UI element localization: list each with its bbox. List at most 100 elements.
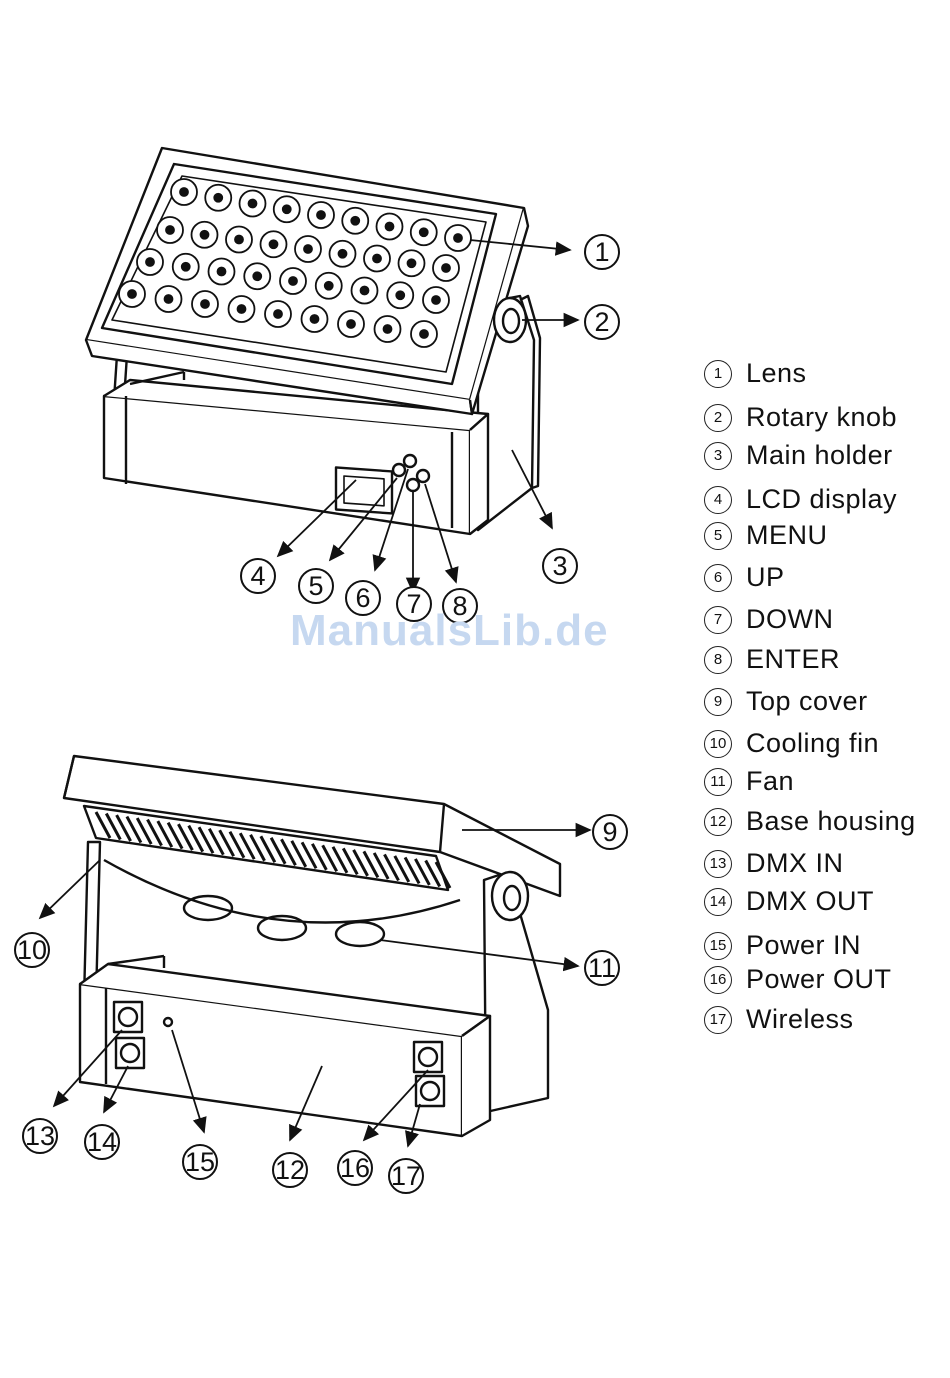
- legend-label: Lens: [746, 358, 807, 389]
- legend-item: 13 DMX IN: [704, 848, 844, 879]
- legend-number: 5: [704, 522, 732, 550]
- legend-label: LCD display: [746, 484, 897, 515]
- lens-center: [325, 282, 333, 290]
- legend-number: 3: [704, 442, 732, 470]
- legend-label: Wireless: [746, 1004, 854, 1035]
- legend-number: 11: [704, 768, 732, 796]
- callout-number-9: 9: [602, 817, 617, 847]
- legend-number: 16: [704, 966, 732, 994]
- lens-center: [396, 291, 404, 299]
- lens-center: [317, 211, 325, 219]
- legend-number: 2: [704, 404, 732, 432]
- legend-number: 17: [704, 1006, 732, 1034]
- legend-item: 3 Main holder: [704, 440, 893, 471]
- legend-number: 1: [704, 360, 732, 388]
- lens-center: [182, 263, 190, 271]
- lens-center: [347, 320, 355, 328]
- lens-center: [218, 268, 226, 276]
- lens-center: [165, 295, 173, 303]
- callout-number-10: 10: [17, 935, 47, 965]
- watermark: ManualsLib.de: [290, 606, 609, 656]
- lens-center: [166, 226, 174, 234]
- lens-center: [351, 217, 359, 225]
- rear-view-fixture: [64, 756, 560, 1136]
- legend-label: ENTER: [746, 644, 840, 675]
- legend-number: 9: [704, 688, 732, 716]
- callout-number-13: 13: [25, 1121, 55, 1151]
- legend-item: 15 Power IN: [704, 930, 861, 961]
- callout-number-15: 15: [185, 1147, 215, 1177]
- fan-shape-3: [336, 922, 384, 946]
- lens-center: [339, 250, 347, 258]
- legend-number: 10: [704, 730, 732, 758]
- legend-number: 12: [704, 808, 732, 836]
- legend-item: 11 Fan: [704, 766, 794, 797]
- legend-label: Rotary knob: [746, 402, 897, 433]
- lens-center: [249, 200, 257, 208]
- legend-label: Main holder: [746, 440, 893, 471]
- lens-center: [283, 205, 291, 213]
- legend-item: 14 DMX OUT: [704, 886, 874, 917]
- lens-center: [420, 228, 428, 236]
- legend-label: DMX OUT: [746, 886, 874, 917]
- button-down-shape: [407, 479, 419, 491]
- legend-number: 13: [704, 850, 732, 878]
- legend-item: 4 LCD display: [704, 484, 897, 515]
- lens-center: [128, 290, 136, 298]
- lens-center: [201, 300, 209, 308]
- lens-center: [454, 234, 462, 242]
- lens-center: [386, 223, 394, 231]
- lens-center: [238, 305, 246, 313]
- lens-center: [442, 264, 450, 272]
- callout-number-17: 17: [391, 1161, 421, 1191]
- lens-center: [384, 325, 392, 333]
- legend-label: Power OUT: [746, 964, 892, 995]
- wireless-port: [164, 1018, 172, 1026]
- lens-center: [180, 188, 188, 196]
- lens-center: [373, 255, 381, 263]
- legend-label: UP: [746, 562, 785, 593]
- legend-item: 16 Power OUT: [704, 964, 892, 995]
- callout-number-16: 16: [340, 1153, 370, 1183]
- legend-label: Power IN: [746, 930, 861, 961]
- legend-item: 9 Top cover: [704, 686, 868, 717]
- legend-label: DOWN: [746, 604, 833, 635]
- legend-item: 6 UP: [704, 562, 785, 593]
- legend-number: 15: [704, 932, 732, 960]
- lens-center: [432, 296, 440, 304]
- callout-number-3: 3: [552, 551, 567, 581]
- legend-item: 12 Base housing: [704, 806, 916, 837]
- legend-item: 7 DOWN: [704, 604, 833, 635]
- lens-center: [420, 330, 428, 338]
- legend-label: DMX IN: [746, 848, 844, 879]
- lens-center: [361, 287, 369, 295]
- legend-number: 14: [704, 888, 732, 916]
- legend-label: MENU: [746, 520, 828, 551]
- callout-number-12: 12: [275, 1155, 305, 1185]
- legend-number: 6: [704, 564, 732, 592]
- lens-center: [253, 272, 261, 280]
- legend-item: 2 Rotary knob: [704, 402, 897, 433]
- lens-center: [214, 194, 222, 202]
- legend-number: 8: [704, 646, 732, 674]
- callout-number-2: 2: [594, 307, 609, 337]
- legend-number: 4: [704, 486, 732, 514]
- legend-label: Base housing: [746, 806, 916, 837]
- legend-item: 17 Wireless: [704, 1004, 854, 1035]
- lens-center: [201, 231, 209, 239]
- callout-number-14: 14: [87, 1127, 117, 1157]
- callout-number-5: 5: [308, 571, 323, 601]
- lens-center: [274, 310, 282, 318]
- button-up-shape: [404, 455, 416, 467]
- legend-item: 8 ENTER: [704, 644, 840, 675]
- button-menu-shape: [393, 464, 405, 476]
- lens-center: [311, 315, 319, 323]
- legend-item: 5 MENU: [704, 520, 828, 551]
- lens-center: [289, 277, 297, 285]
- legend-number: 7: [704, 606, 732, 634]
- legend-label: Top cover: [746, 686, 868, 717]
- callout-number-11: 11: [588, 953, 616, 983]
- lens-center: [408, 259, 416, 267]
- legend-label: Fan: [746, 766, 794, 797]
